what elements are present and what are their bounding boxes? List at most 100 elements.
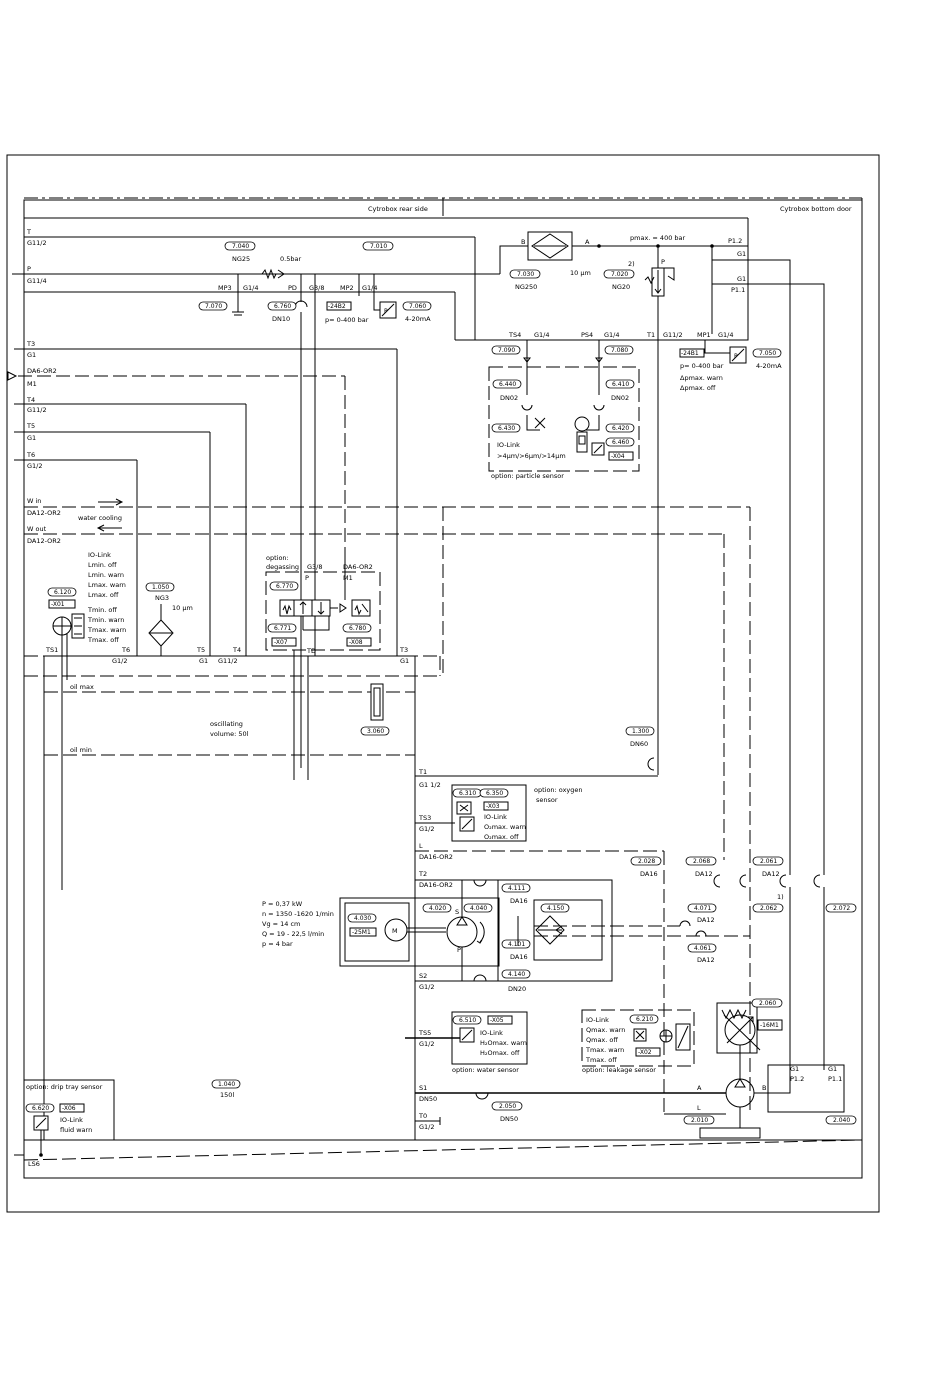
particle-iolink: IO-Link <box>497 441 520 449</box>
pump-p11: P1.1 <box>828 1075 842 1083</box>
label-p400b: p= 0-400 bar <box>680 362 724 370</box>
heat-exchanger-icon <box>535 915 565 945</box>
tag-6430: 6.430 <box>498 425 515 432</box>
port-T3-size: G1 <box>27 351 36 359</box>
leakage-tmax-off: Tmax. off <box>585 1056 617 1064</box>
oscillating-label: oscillating <box>210 720 243 728</box>
hose-coupling-icons <box>713 874 821 888</box>
port-T6-label: T6 <box>26 451 35 459</box>
tag-x06: -X06 <box>62 1105 76 1112</box>
port-g1-b: G1 <box>737 275 746 283</box>
leakage-iolink: IO-Link <box>586 1016 609 1024</box>
port-t2: T2 <box>418 870 427 878</box>
tag-2068: 2.068 <box>693 858 710 865</box>
measure-point-mp3-icon <box>232 274 244 316</box>
leakage-qmax-off: Qmax. off <box>586 1036 618 1044</box>
oscillating-volume: volume: 50l <box>210 730 249 738</box>
label-ng20: NG20 <box>612 283 630 291</box>
label-g38: G3/8 <box>309 284 325 292</box>
tag-x01: -X01 <box>51 601 65 608</box>
tag-2040: 2.040 <box>833 1117 850 1124</box>
port-ts3: TS3 <box>418 814 431 822</box>
label-05bar: 0.5bar <box>280 255 301 263</box>
label-p400a: p= 0-400 bar <box>325 316 369 324</box>
feed-pump-icon <box>446 916 478 948</box>
pump-p-label: P <box>457 946 461 954</box>
cooler-dn20: DN20 <box>508 985 526 993</box>
water-in-size: DA12-OR2 <box>27 509 61 517</box>
tank-ts1: TS1 <box>45 646 58 654</box>
label-dn02-b: DN02 <box>611 394 629 402</box>
temp-tmin-warn: Tmin. warn <box>87 616 124 624</box>
level-lmax-warn: Lmax. warn <box>88 581 126 589</box>
level-lmin-warn: Lmin. warn <box>88 571 124 579</box>
port-P-size: G11/4 <box>27 277 47 285</box>
degassing-box <box>265 571 381 651</box>
degassing-g38: G3/8 <box>307 563 323 571</box>
oxygen-warn: O₂max. warn <box>484 823 526 831</box>
tag-6771: 6.771 <box>274 625 291 632</box>
tag-6770: 6.770 <box>276 583 293 590</box>
relief-spring-icon <box>644 270 662 294</box>
tag-2050: 2.050 <box>499 1103 516 1110</box>
port-p12-top: P1.2 <box>728 237 742 245</box>
label-pd: PD <box>288 284 297 292</box>
main-pump-icon <box>725 1078 755 1108</box>
motor-displacement: Vg = 14 cm <box>262 920 300 928</box>
note-2: 2) <box>628 260 635 268</box>
tank-t4: T4 <box>232 646 241 654</box>
tank-g112: G11/2 <box>218 657 238 665</box>
tank-t6: T6 <box>121 646 130 654</box>
pump-port-l: L <box>697 1104 701 1112</box>
port-t1-size: G1 1/2 <box>419 781 441 789</box>
tag-1040: 1.040 <box>218 1081 235 1088</box>
port-ts3-size: G1/2 <box>419 825 435 833</box>
leakage-caption: option: leakage sensor <box>582 1066 656 1074</box>
tank-g1b: G1 <box>400 657 409 665</box>
degassing-p: P <box>305 574 309 582</box>
tag-7060: 7.060 <box>409 303 426 310</box>
tag-6510: 6.510 <box>459 1017 476 1024</box>
drip-fluid-warn: fluid warn <box>60 1126 92 1134</box>
tag-6120: 6.120 <box>54 589 71 596</box>
port-s1-size: DN50 <box>419 1095 437 1103</box>
tag-4061-da12: DA12 <box>697 956 715 964</box>
tag-4030: 4.030 <box>354 915 371 922</box>
tag-2060: 2.060 <box>759 1000 776 1007</box>
label-dn50: DN50 <box>500 1115 518 1123</box>
port-s1: S1 <box>419 1084 427 1092</box>
tag-6440: 6.440 <box>499 381 516 388</box>
tank-g12: G1/2 <box>112 657 128 665</box>
port-l: L <box>419 842 423 850</box>
label-g14e: G1/4 <box>718 331 734 339</box>
port-ts5: TS5 <box>418 1029 431 1037</box>
tag-6620: 6.620 <box>32 1105 49 1112</box>
tag-2072: 2.072 <box>833 905 850 912</box>
port-DA-label: DA6-OR2 <box>27 367 57 375</box>
port-T5-size: G1 <box>27 434 36 442</box>
degassing-m1: M1 <box>343 574 353 582</box>
tag-6410: 6.410 <box>612 381 629 388</box>
label-dn10: DN10 <box>272 315 290 323</box>
tag-4061: 4.061 <box>694 945 711 952</box>
oil-min-label: oil min <box>70 746 92 754</box>
degassing-caption-2: degassing <box>266 563 299 571</box>
oxygen-off: O₂max. off <box>484 833 519 841</box>
electric-motor-icon <box>384 918 408 942</box>
label-mp3: MP3 <box>218 284 232 292</box>
pump-port-a: A <box>697 1084 702 1092</box>
cabinet-boundary <box>24 197 863 1178</box>
label-dpmax-warn: Δpmax. warn <box>680 374 723 382</box>
tag-6310: 6.310 <box>459 790 476 797</box>
port-s2: S2 <box>419 972 427 980</box>
motor-pump-group <box>339 897 500 967</box>
particle-sensor <box>576 431 588 453</box>
label-g14b: G1/4 <box>362 284 378 292</box>
level-iolink: IO-Link <box>88 551 111 559</box>
outer-frame <box>6 154 880 1213</box>
tag-7070: 7.070 <box>205 303 222 310</box>
tag-6350: 6.350 <box>486 790 503 797</box>
tag-6210: 6.210 <box>636 1016 653 1023</box>
temp-tmax-warn: Tmax. warn <box>87 626 126 634</box>
